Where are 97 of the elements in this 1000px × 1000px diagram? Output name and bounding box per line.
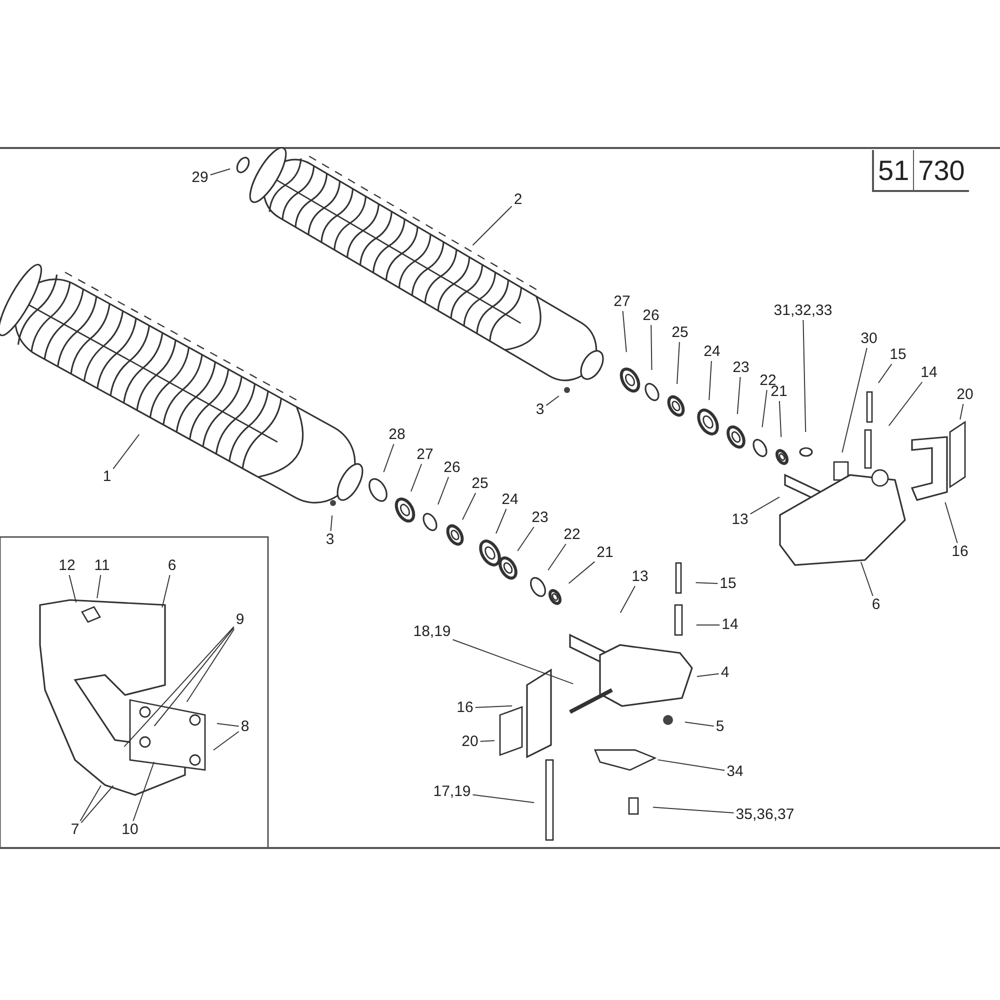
- leader-line: [708, 360, 712, 401]
- callout-number: 11: [93, 558, 111, 574]
- callout-number: 20: [460, 734, 480, 750]
- callout-number: 22: [562, 527, 582, 543]
- callout-number: 3: [534, 402, 546, 418]
- callout-number: 34: [726, 764, 744, 780]
- callout-number: 24: [500, 492, 520, 508]
- leader-line: [480, 740, 495, 742]
- callout-number: 13: [630, 569, 650, 585]
- leader-line: [657, 759, 726, 771]
- callout-number: 27: [416, 447, 434, 463]
- leader-line: [496, 508, 507, 534]
- callout-number: 16: [950, 544, 970, 560]
- leader-line: [210, 168, 231, 176]
- leader-line: [684, 722, 714, 727]
- leader-line: [620, 586, 636, 614]
- leader-line: [162, 574, 170, 608]
- leader-line: [960, 404, 964, 420]
- leader-line: [750, 496, 780, 514]
- callout-number: 4: [720, 665, 730, 681]
- callout-number: 9: [234, 612, 246, 628]
- leader-line: [762, 390, 768, 428]
- leader-line: [80, 785, 114, 824]
- page-number: 51: [877, 154, 910, 188]
- callout-number: 2: [512, 192, 524, 208]
- callout-number: 29: [190, 170, 210, 186]
- callout-number: 1: [102, 469, 112, 485]
- leader-line: [216, 723, 240, 727]
- callout-number: 21: [596, 545, 614, 561]
- callout-number: 3: [324, 532, 336, 548]
- callout-number: 31,32,33: [772, 303, 834, 319]
- leader-line: [736, 376, 741, 415]
- callout-number: 23: [530, 510, 550, 526]
- leader-line: [696, 673, 720, 677]
- leader-line: [878, 364, 892, 384]
- leader-line: [330, 515, 333, 532]
- leader-line: [517, 526, 534, 552]
- callout-number: 30: [860, 331, 878, 347]
- leader-line: [944, 502, 958, 544]
- leader-line: [132, 761, 154, 822]
- callout-number: 23: [732, 360, 750, 376]
- callout-number: 21: [770, 384, 788, 400]
- leader-line: [622, 310, 627, 353]
- callout-number: 6: [166, 558, 178, 574]
- leader-line: [696, 624, 720, 626]
- leader-line: [112, 434, 140, 470]
- callout-number: 10: [120, 822, 140, 838]
- callout-number: 35,36,37: [734, 807, 796, 823]
- callout-number: 13: [730, 512, 750, 528]
- leader-line: [410, 464, 422, 492]
- callout-number: 16: [456, 700, 474, 716]
- leader-line: [124, 626, 234, 748]
- leader-line: [383, 444, 394, 473]
- callout-number: 14: [920, 365, 938, 381]
- callout-number: 27: [612, 294, 632, 310]
- leader-line: [888, 382, 923, 426]
- leader-line: [802, 320, 806, 432]
- callout-number: 14: [720, 617, 740, 633]
- callout-number: 26: [642, 308, 660, 324]
- callout-number: 6: [870, 597, 882, 613]
- callout-number: 18,19: [412, 624, 452, 640]
- callout-number: 25: [470, 476, 490, 492]
- leader-line: [842, 348, 868, 453]
- leader-line: [568, 561, 596, 584]
- callout-number: 26: [442, 460, 462, 476]
- callout-number: 5: [714, 719, 726, 735]
- leader-line: [860, 562, 874, 596]
- callout-number: 15: [888, 347, 908, 363]
- leader-line: [462, 492, 476, 520]
- callout-number: 15: [718, 576, 738, 592]
- leader-line: [548, 544, 566, 571]
- leader-line: [474, 705, 513, 708]
- leader-line: [186, 628, 235, 702]
- leader-line: [213, 731, 240, 751]
- leader-line: [695, 582, 718, 584]
- leader-line: [80, 785, 102, 822]
- leader-line: [652, 806, 734, 814]
- leader-line: [96, 574, 102, 599]
- leader-line: [676, 342, 680, 385]
- leader-line: [650, 324, 652, 370]
- leader-line: [452, 639, 574, 684]
- leader-line: [778, 400, 782, 438]
- leader-line: [472, 206, 512, 246]
- callout-number: 17,19: [432, 784, 472, 800]
- leader-line: [438, 476, 450, 505]
- leader-line: [68, 574, 77, 603]
- callout-number: 24: [702, 344, 722, 360]
- callout-number: 25: [670, 325, 690, 341]
- callout-number: 8: [240, 719, 250, 735]
- leader-line: [154, 627, 234, 726]
- callout-number: 12: [58, 558, 76, 574]
- leader-line: [472, 794, 535, 804]
- callout-number: 20: [956, 387, 974, 403]
- callout-number: 7: [70, 822, 80, 838]
- leader-line: [546, 396, 560, 406]
- callout-number: 28: [388, 427, 406, 443]
- page-number: 730: [913, 150, 969, 190]
